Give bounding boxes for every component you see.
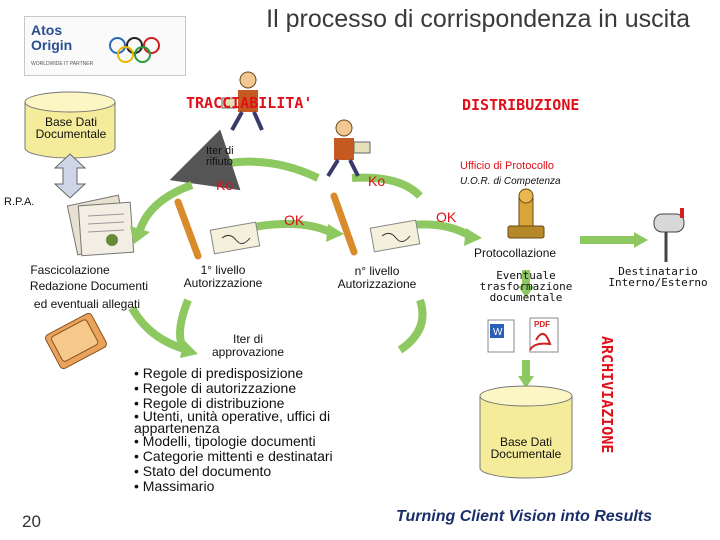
redazione-label: Redazione Documenti [29,279,148,293]
svg-text:W: W [493,327,503,338]
livello1-label: 1° livello Autorizzazione [183,263,263,290]
iter-rifiuto-label: Iter di rifiuto [206,145,234,168]
list-item: • Stato del documento [134,462,272,479]
page-title: Il processo di corrispondenza in uscita [266,5,690,33]
logo-tagline: WORLDWIDE IT PARTNER [31,61,94,67]
list-item: • Regole di autorizzazione [134,379,297,396]
list-item: • Utenti, unità operative, uffici di app… [134,408,331,437]
database-top-label: Base Dati Documentale [35,115,107,141]
rpa-label: R.P.A. [4,196,35,208]
runner-figure-icon [221,71,264,131]
stamp-icon [507,188,545,239]
database-top-icon [24,91,116,159]
signing-pen-icon-1 [174,198,261,260]
pdf-label: PDF [534,320,550,329]
uor-label: U.O.R. di Competenza [460,176,561,187]
word-document-icon: W [487,319,515,353]
archiviazione-label: ARCHIVIAZIONE [598,336,616,454]
list-item: • Categorie mittenti e destinatari [134,448,333,465]
ok-label-2: OK [436,209,457,225]
logo-brand: Atos Origin [31,22,73,53]
list-item: • Massimario [134,477,215,494]
folder-bundle-icon [45,312,107,370]
workflow-arrows [128,129,640,380]
destinatario-label: Destinatario Interno/Esterno [608,265,708,289]
trasformazione-label: Eventuale trasformazione documentale [479,269,573,304]
arrow-heads [130,224,648,388]
protocollazione-label: Protocollazione [474,246,557,260]
footer-tagline: Turning Client Vision into Results [396,508,653,525]
messenger-figure-icon [326,119,371,178]
ok-label-1: OK [284,212,305,228]
ko-label-1: Ko [216,177,234,193]
company-logo: Atos Origin WORLDWIDE IT PARTNER [24,16,186,76]
distribuzione-heading: DISTRIBUZIONE [462,96,580,114]
allegati-label: ed eventuali allegati [33,297,140,311]
pdf-document-icon [529,317,559,353]
tracciabilita-heading: TRACCIABILITA' [186,94,313,112]
ufficio-label: Ufficio di Protocollo [460,160,554,172]
ko-label-2: Ko [368,173,386,189]
fascicolazione-label: Fascicolazione [30,263,110,277]
mailbox-icon [653,208,685,262]
documents-stack-icon [66,194,135,257]
database-bottom-label: Base Dati Documentale [490,435,562,461]
livello-n-label: n° livello Autorizzazione [337,264,417,291]
list-item: • Regole di predisposizione [134,365,304,381]
page-number: 20 [22,512,41,531]
list-item: • Regole di distribuzione [134,394,285,411]
list-item: • Modelli, tipologie documenti [134,433,316,450]
signing-pen-icon-2 [330,192,421,256]
sync-arrow-icon [53,153,87,199]
rules-list: • Regole di predisposizione • Regole di … [134,366,384,494]
database-bottom-icon [479,385,573,479]
iter-approvazione-label: Iter di approvazione [211,332,285,359]
